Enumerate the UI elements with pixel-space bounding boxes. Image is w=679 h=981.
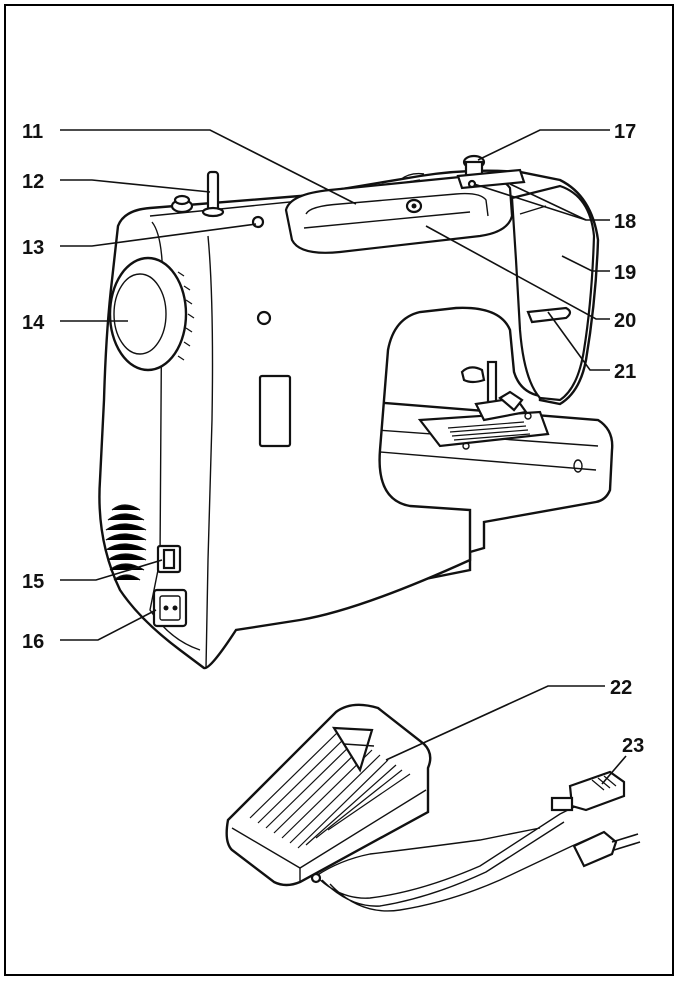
pedal-ridges [249,729,411,849]
label-18: 18 [614,211,636,233]
power-socket [152,588,188,628]
machine-body [98,169,600,670]
vent-grille [105,504,147,581]
page-border [4,4,674,976]
sewing-machine [98,154,614,670]
label-14: 14 [22,312,45,334]
label-11: 11 [22,121,43,143]
take-up-lever [526,306,572,324]
label-17: 17 [614,121,636,143]
label-21: 21 [614,361,636,383]
label-20: 20 [614,310,636,332]
leader-lines [60,129,627,785]
appliance-plug [568,770,626,812]
label-12: 12 [22,171,44,193]
label-15: 15 [22,571,44,593]
label-22: 22 [610,677,632,699]
power-cord [315,799,601,912]
carrying-handle [284,174,514,254]
hand-wheel [108,256,188,372]
label-19: 19 [614,262,636,284]
foot-controller [225,703,641,912]
label-23: 23 [622,735,644,757]
mains-plug [572,830,618,868]
thread-guide [251,215,265,229]
label-13: 13 [22,237,44,259]
label-16: 16 [22,631,44,653]
